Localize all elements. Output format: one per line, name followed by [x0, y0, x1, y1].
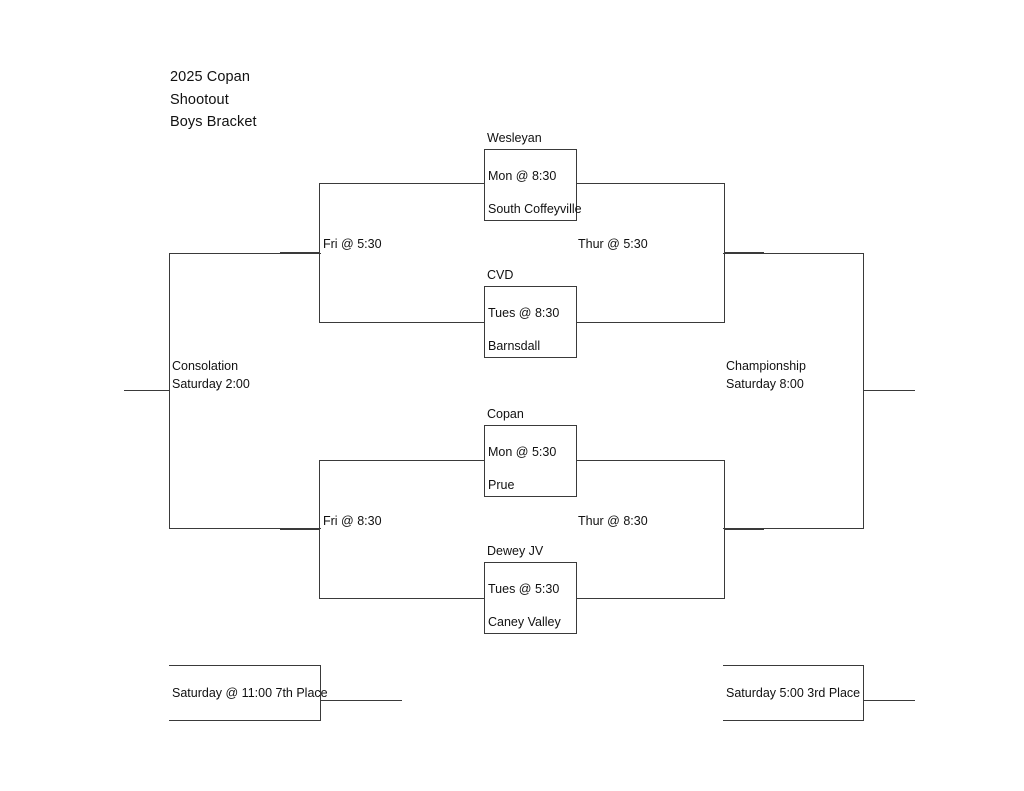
game-3-bottom-seed: Prue	[488, 478, 515, 492]
consolation-output	[124, 390, 170, 391]
game-4-top-seed: Dewey JV	[487, 544, 544, 558]
game-2-time: Tues @ 8:30	[488, 306, 560, 320]
game-1-time: Mon @ 8:30	[488, 169, 557, 183]
loser-lower-output	[280, 529, 320, 530]
championship-connector-bottom	[723, 528, 864, 529]
winner-upper-connector-bottom	[577, 322, 725, 323]
championship-connector-top	[723, 253, 864, 254]
winner-lower-connector-top	[577, 460, 725, 461]
loser-lower-label: Fri @ 8:30	[323, 514, 382, 528]
game-2-bottom-seed: Barnsdall	[488, 339, 541, 353]
game-box-1[interactable]: Wesleyan Mon @ 8:30 South Coffeyville	[484, 131, 582, 221]
game-box-4[interactable]: Dewey JV Tues @ 5:30 Caney Valley	[484, 544, 577, 634]
third-place-label: Saturday 5:00 3rd Place	[726, 686, 861, 700]
championship-output	[863, 390, 915, 391]
loser-upper-output	[280, 252, 320, 253]
loser-upper-label: Fri @ 5:30	[323, 237, 382, 251]
game-3-time: Mon @ 5:30	[488, 445, 557, 459]
game-2-top-seed: CVD	[487, 268, 514, 282]
game-3-top-seed: Copan	[487, 407, 524, 421]
consolation-connector-bottom	[169, 528, 321, 529]
game-box-3[interactable]: Copan Mon @ 5:30 Prue	[484, 407, 577, 497]
seventh-place-label: Saturday @ 11:00 7th Place	[172, 686, 328, 700]
title-line-1: 2025 Copan	[170, 69, 251, 85]
consolation-block: Consolation Saturday 2:00	[172, 358, 250, 393]
loser-upper-connector-top	[319, 183, 485, 184]
game-4-time: Tues @ 5:30	[488, 582, 560, 596]
third-place-connector-bottom	[723, 720, 864, 721]
loser-lower-connector-top	[319, 460, 485, 461]
consolation-time: Saturday 2:00	[172, 376, 250, 391]
championship-time: Saturday 8:00	[726, 376, 804, 391]
consolation-spine	[169, 253, 170, 529]
loser-lower-connector-bottom	[319, 598, 485, 599]
championship-spine	[863, 253, 864, 529]
seventh-place-spine	[320, 665, 321, 721]
title-line-3: Boys Bracket	[170, 114, 257, 130]
third-place-output	[863, 700, 915, 701]
seventh-place-connector-top	[169, 665, 321, 666]
championship-name: Championship	[726, 359, 806, 373]
winner-upper-connector-top	[577, 183, 725, 184]
game-1-top-seed: Wesleyan	[487, 131, 542, 145]
title-line-2: Shootout	[170, 91, 229, 108]
winner-upper-label: Thur @ 5:30	[578, 237, 648, 251]
consolation-name: Consolation	[172, 359, 239, 373]
third-place-spine	[863, 665, 864, 721]
game-4-bottom-seed: Caney Valley	[488, 615, 561, 629]
winner-lower-output	[724, 529, 764, 530]
winner-upper-output	[724, 252, 764, 253]
game-box-2[interactable]: CVD Tues @ 8:30 Barnsdall	[484, 268, 577, 358]
winner-lower-connector-bottom	[577, 598, 725, 599]
winner-lower-label: Thur @ 8:30	[578, 514, 648, 528]
loser-upper-connector-bottom	[319, 322, 485, 323]
page-title: 2025 Copan Shootout Boys Bracket	[170, 66, 257, 134]
championship-block: Championship Saturday 8:00	[726, 358, 806, 393]
consolation-connector-top	[169, 253, 321, 254]
third-place-connector-top	[723, 665, 864, 666]
game-1-bottom-seed: South Coffeyville	[488, 202, 582, 216]
seventh-place-connector-bottom	[169, 720, 321, 721]
seventh-place-output	[320, 700, 402, 701]
